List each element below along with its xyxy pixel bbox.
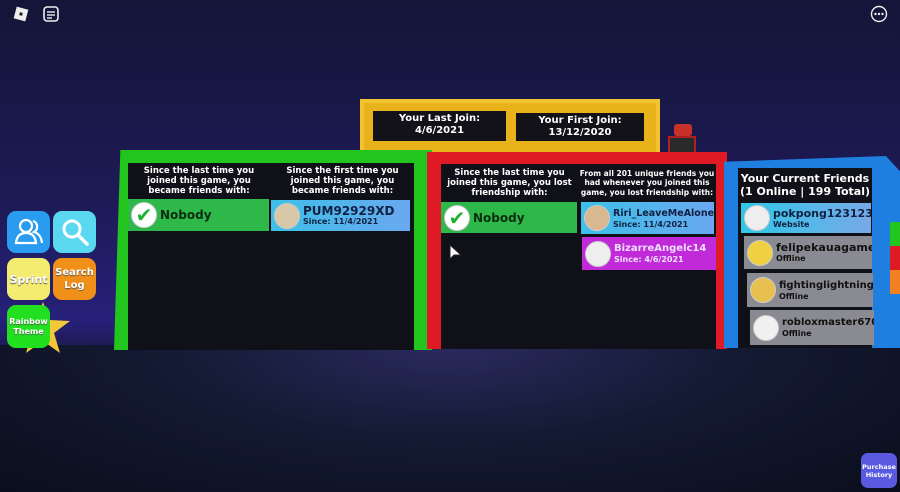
last-join-date: 4/6/2021 [414,125,465,136]
sprint-label: Sprint [9,272,48,286]
purchase-history-button[interactable]: Purchase History [861,453,897,488]
last-join-box: Your Last Join: 4/6/2021 [373,111,506,141]
purchase-history-label: Purchase History [862,462,896,479]
friend-name: BizarreAngelc14 [614,243,707,254]
roblox-logo-icon[interactable] [12,5,30,23]
first-join-date: 13/12/2020 [548,127,612,138]
friend-status: Offline [779,291,809,301]
avatar [747,239,773,266]
friend-status: Offline [782,329,812,338]
friends-summary: (1 Online | 199 Total) [739,185,871,198]
chat-icon[interactable] [42,5,60,23]
friends-icon [14,218,43,245]
avatar [584,205,610,231]
friend-since: Since: 11/4/2021 [613,219,689,229]
checkmark-icon: ✔ [444,204,470,231]
first-join-box: Your First Join: 13/12/2020 [516,113,644,141]
gained-friends-panel: Since the last time you joined this game… [128,163,414,350]
nobody-label: Nobody [160,208,212,222]
nobody-card: ✔ Nobody [128,199,269,231]
mouse-cursor-icon [449,243,463,266]
friend-card: PUM92929XD Since: 11/4/2021 [271,200,410,231]
lost-friend-card: Riri_LeaveMeAlone Since: 11/4/2021 [581,202,714,234]
first-join-label: Your First Join: [538,115,622,126]
ground [0,345,900,492]
friend-name: PUM92929XD [303,205,395,217]
search-log-button[interactable]: Search Log [53,258,96,300]
rainbow-theme-label: Rainbow Theme [9,316,48,336]
search-icon [62,219,89,246]
checkmark-icon: ✔ [131,202,157,228]
friend-row[interactable]: robloxmaster6707 Offline [750,310,874,345]
friends-title: Your Current Friends [740,172,870,185]
friend-status: Website [773,219,810,229]
avatar [750,277,776,303]
gained-col2-header: Since the first time you joined this gam… [286,166,399,196]
search-button[interactable] [53,211,96,253]
avatar [585,240,611,267]
friend-row[interactable]: fightinglightning4 Offline [747,273,873,307]
nobody-label: Nobody [473,210,525,225]
last-join-label: Your Last Join: [398,113,481,124]
friend-name: Riri_LeaveMeAlone [613,207,714,219]
join-board: Your Last Join: 4/6/2021 Your First Join… [360,99,660,157]
avatar [744,205,770,231]
friend-since: Since: 4/6/2021 [614,255,684,264]
friend-name: robloxmaster6707 [782,317,874,328]
friend-status: Offline [776,254,806,263]
lost-col1-header: Since the last time you joined this game… [447,168,572,198]
lost-friend-card: BizarreAngelc14 Since: 4/6/2021 [582,237,716,270]
current-friends-panel: Your Current Friends (1 Online | 199 Tot… [738,168,874,348]
lost-friends-panel: Since the last time you joined this game… [441,164,716,349]
friend-name: fightinglightning4 [779,279,873,291]
friend-name: pokpong123123 [773,207,871,220]
rainbow-theme-button[interactable]: Rainbow Theme [7,305,50,348]
search-log-label: Search Log [55,267,94,291]
friend-row[interactable]: pokpong123123 Website [741,203,871,233]
sprint-button[interactable]: Sprint [7,258,50,300]
gained-col1-header: Since the last time you joined this game… [143,166,255,196]
nobody-card: ✔ Nobody [441,202,577,233]
avatar [274,202,300,229]
more-dots-icon[interactable] [870,5,888,23]
lost-col2-header: From all 201 unique friends you had when… [579,168,715,197]
avatar [753,314,779,341]
friend-name: felipekauagamer [776,242,872,254]
side-color-strip [890,222,900,342]
friend-row[interactable]: felipekauagamer Offline [744,236,872,269]
friend-since: Since: 11/4/2021 [303,217,379,226]
friends-button[interactable] [7,211,50,253]
